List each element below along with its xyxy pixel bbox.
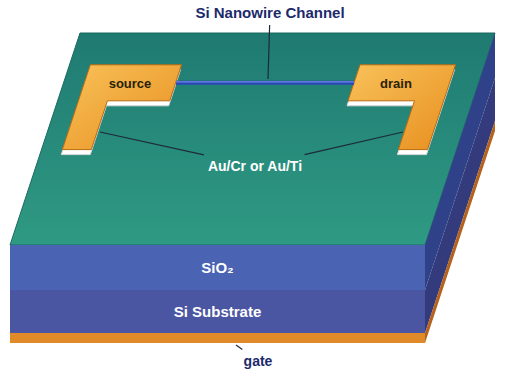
gate-layer (10, 333, 425, 343)
material-label: Au/Cr or Au/Ti (208, 158, 302, 175)
node-text: drain (380, 76, 412, 91)
substrate-layer: Si Substrate (10, 290, 425, 333)
drain-pad: drain (374, 70, 418, 97)
part-label: gate (244, 353, 273, 370)
top-face (10, 33, 495, 245)
leader-line (305, 132, 403, 155)
node-text: SiO₂ (201, 259, 234, 276)
source-pad: source (103, 70, 158, 97)
nanowire (176, 81, 354, 85)
leader-line (100, 132, 204, 155)
node-text: source (109, 76, 152, 91)
part-label: Si Nanowire Channel (195, 4, 344, 22)
leader-line (236, 345, 242, 350)
leader-line (268, 25, 270, 79)
gate-side-face (425, 121, 495, 343)
oxide-layer: SiO₂ (10, 245, 425, 290)
nanowire-highlight (176, 81, 354, 82)
node-text: Si Substrate (174, 303, 262, 320)
drain-pad (348, 65, 456, 150)
